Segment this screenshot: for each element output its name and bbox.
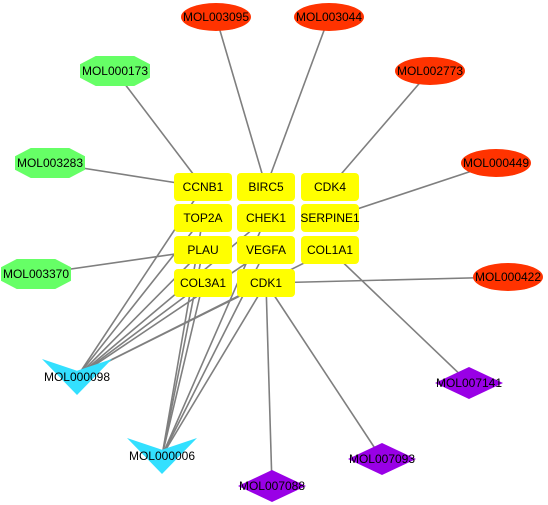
rect-node-shape: [237, 204, 295, 232]
octagon-node-shape: [15, 148, 85, 178]
node-label: TOP2A: [183, 211, 222, 225]
vee-node-shape: [127, 438, 197, 474]
node-mol002773[interactable]: MOL002773: [395, 57, 465, 85]
node-label: MOL003044: [296, 10, 362, 24]
node-label: MOL000006: [129, 449, 195, 463]
node-mol000422[interactable]: MOL000422: [473, 263, 543, 291]
rect-node-shape: [301, 173, 359, 201]
edge-mol000098-chek1: [76, 217, 267, 378]
node-label: MOL007141: [436, 376, 502, 390]
rect-node-shape: [237, 269, 295, 297]
rect-node-shape: [301, 204, 359, 232]
node-label: CDK4: [314, 180, 346, 194]
vee-node-shape: [42, 359, 112, 395]
node-label: MOL000422: [475, 270, 541, 284]
node-cdk1[interactable]: CDK1: [237, 269, 295, 297]
rect-node-shape: [174, 236, 232, 264]
node-mol003283[interactable]: MOL003283: [15, 148, 85, 178]
diamond-node-shape: [238, 470, 306, 502]
node-label: MOL000173: [82, 64, 148, 78]
edge-mol003044-birc5: [265, 16, 330, 188]
node-label: SERPINE1: [300, 211, 360, 225]
edge-mol000173-ccnb1: [114, 70, 204, 188]
edge-mol000422-cdk1: [265, 276, 509, 284]
node-label: COL1A1: [307, 243, 353, 257]
node-label: MOL002773: [397, 64, 463, 78]
node-label: CDK1: [250, 276, 282, 290]
ellipse-node-shape: [294, 3, 364, 31]
diamond-node-shape: [435, 367, 503, 399]
node-label: MOL003370: [3, 267, 69, 281]
node-plau[interactable]: PLAU: [174, 236, 232, 264]
node-label: MOL000449: [463, 156, 529, 170]
rect-node-shape: [237, 236, 295, 264]
edge-mol007093-cdk1: [265, 282, 383, 460]
node-label: MOL007093: [349, 452, 415, 466]
edge-mol007088-cdk1: [265, 282, 273, 487]
node-label: BIRC5: [248, 180, 284, 194]
node-label: MOL003283: [17, 156, 83, 170]
ellipse-node-shape: [181, 3, 251, 31]
node-mol007093[interactable]: MOL007093: [348, 443, 416, 475]
node-serpine1[interactable]: SERPINE1: [300, 204, 360, 232]
edge-mol000098-col3a1: [76, 282, 204, 378]
node-col3a1[interactable]: COL3A1: [174, 269, 232, 297]
edge-mol000098-vegfa: [76, 249, 267, 378]
rect-node-shape: [301, 236, 359, 264]
node-mol003044[interactable]: MOL003044: [294, 3, 364, 31]
node-col1a1[interactable]: COL1A1: [301, 236, 359, 264]
rect-node-shape: [174, 204, 232, 232]
node-mol000173[interactable]: MOL000173: [80, 56, 150, 86]
node-mol007141[interactable]: MOL007141: [435, 367, 503, 399]
node-chek1[interactable]: CHEK1: [237, 204, 295, 232]
node-mol003095[interactable]: MOL003095: [181, 3, 251, 31]
node-vegfa[interactable]: VEGFA: [237, 236, 295, 264]
node-label: MOL007088: [239, 479, 305, 493]
ellipse-node-shape: [473, 263, 543, 291]
node-top2a[interactable]: TOP2A: [174, 204, 232, 232]
node-mol000449[interactable]: MOL000449: [461, 149, 531, 177]
node-label: COL3A1: [180, 276, 226, 290]
node-label: CCNB1: [183, 180, 224, 194]
edge-mol007141-col1a1: [329, 249, 470, 384]
edge-mol003095-birc5: [215, 16, 267, 188]
node-cdk4[interactable]: CDK4: [301, 173, 359, 201]
rect-node-shape: [174, 269, 232, 297]
node-birc5[interactable]: BIRC5: [237, 173, 295, 201]
node-label: VEGFA: [246, 243, 286, 257]
ellipse-node-shape: [461, 149, 531, 177]
node-label: CHEK1: [246, 211, 286, 225]
node-ccnb1[interactable]: CCNB1: [174, 173, 232, 201]
node-mol000098[interactable]: MOL000098: [42, 359, 112, 395]
diamond-node-shape: [348, 443, 416, 475]
octagon-node-shape: [1, 259, 71, 289]
rect-node-shape: [174, 173, 232, 201]
node-label: MOL000098: [44, 370, 110, 384]
ellipse-node-shape: [395, 57, 465, 85]
node-mol007088[interactable]: MOL007088: [238, 470, 306, 502]
edge-mol000006-col3a1: [161, 282, 204, 457]
node-mol003370[interactable]: MOL003370: [1, 259, 71, 289]
edge-mol002773-cdk4: [329, 70, 431, 188]
node-label: MOL003095: [183, 10, 249, 24]
edge-mol000006-cdk1: [161, 282, 267, 457]
rect-node-shape: [237, 173, 295, 201]
node-mol000006[interactable]: MOL000006: [127, 438, 197, 474]
octagon-node-shape: [80, 56, 150, 86]
node-label: PLAU: [187, 243, 218, 257]
